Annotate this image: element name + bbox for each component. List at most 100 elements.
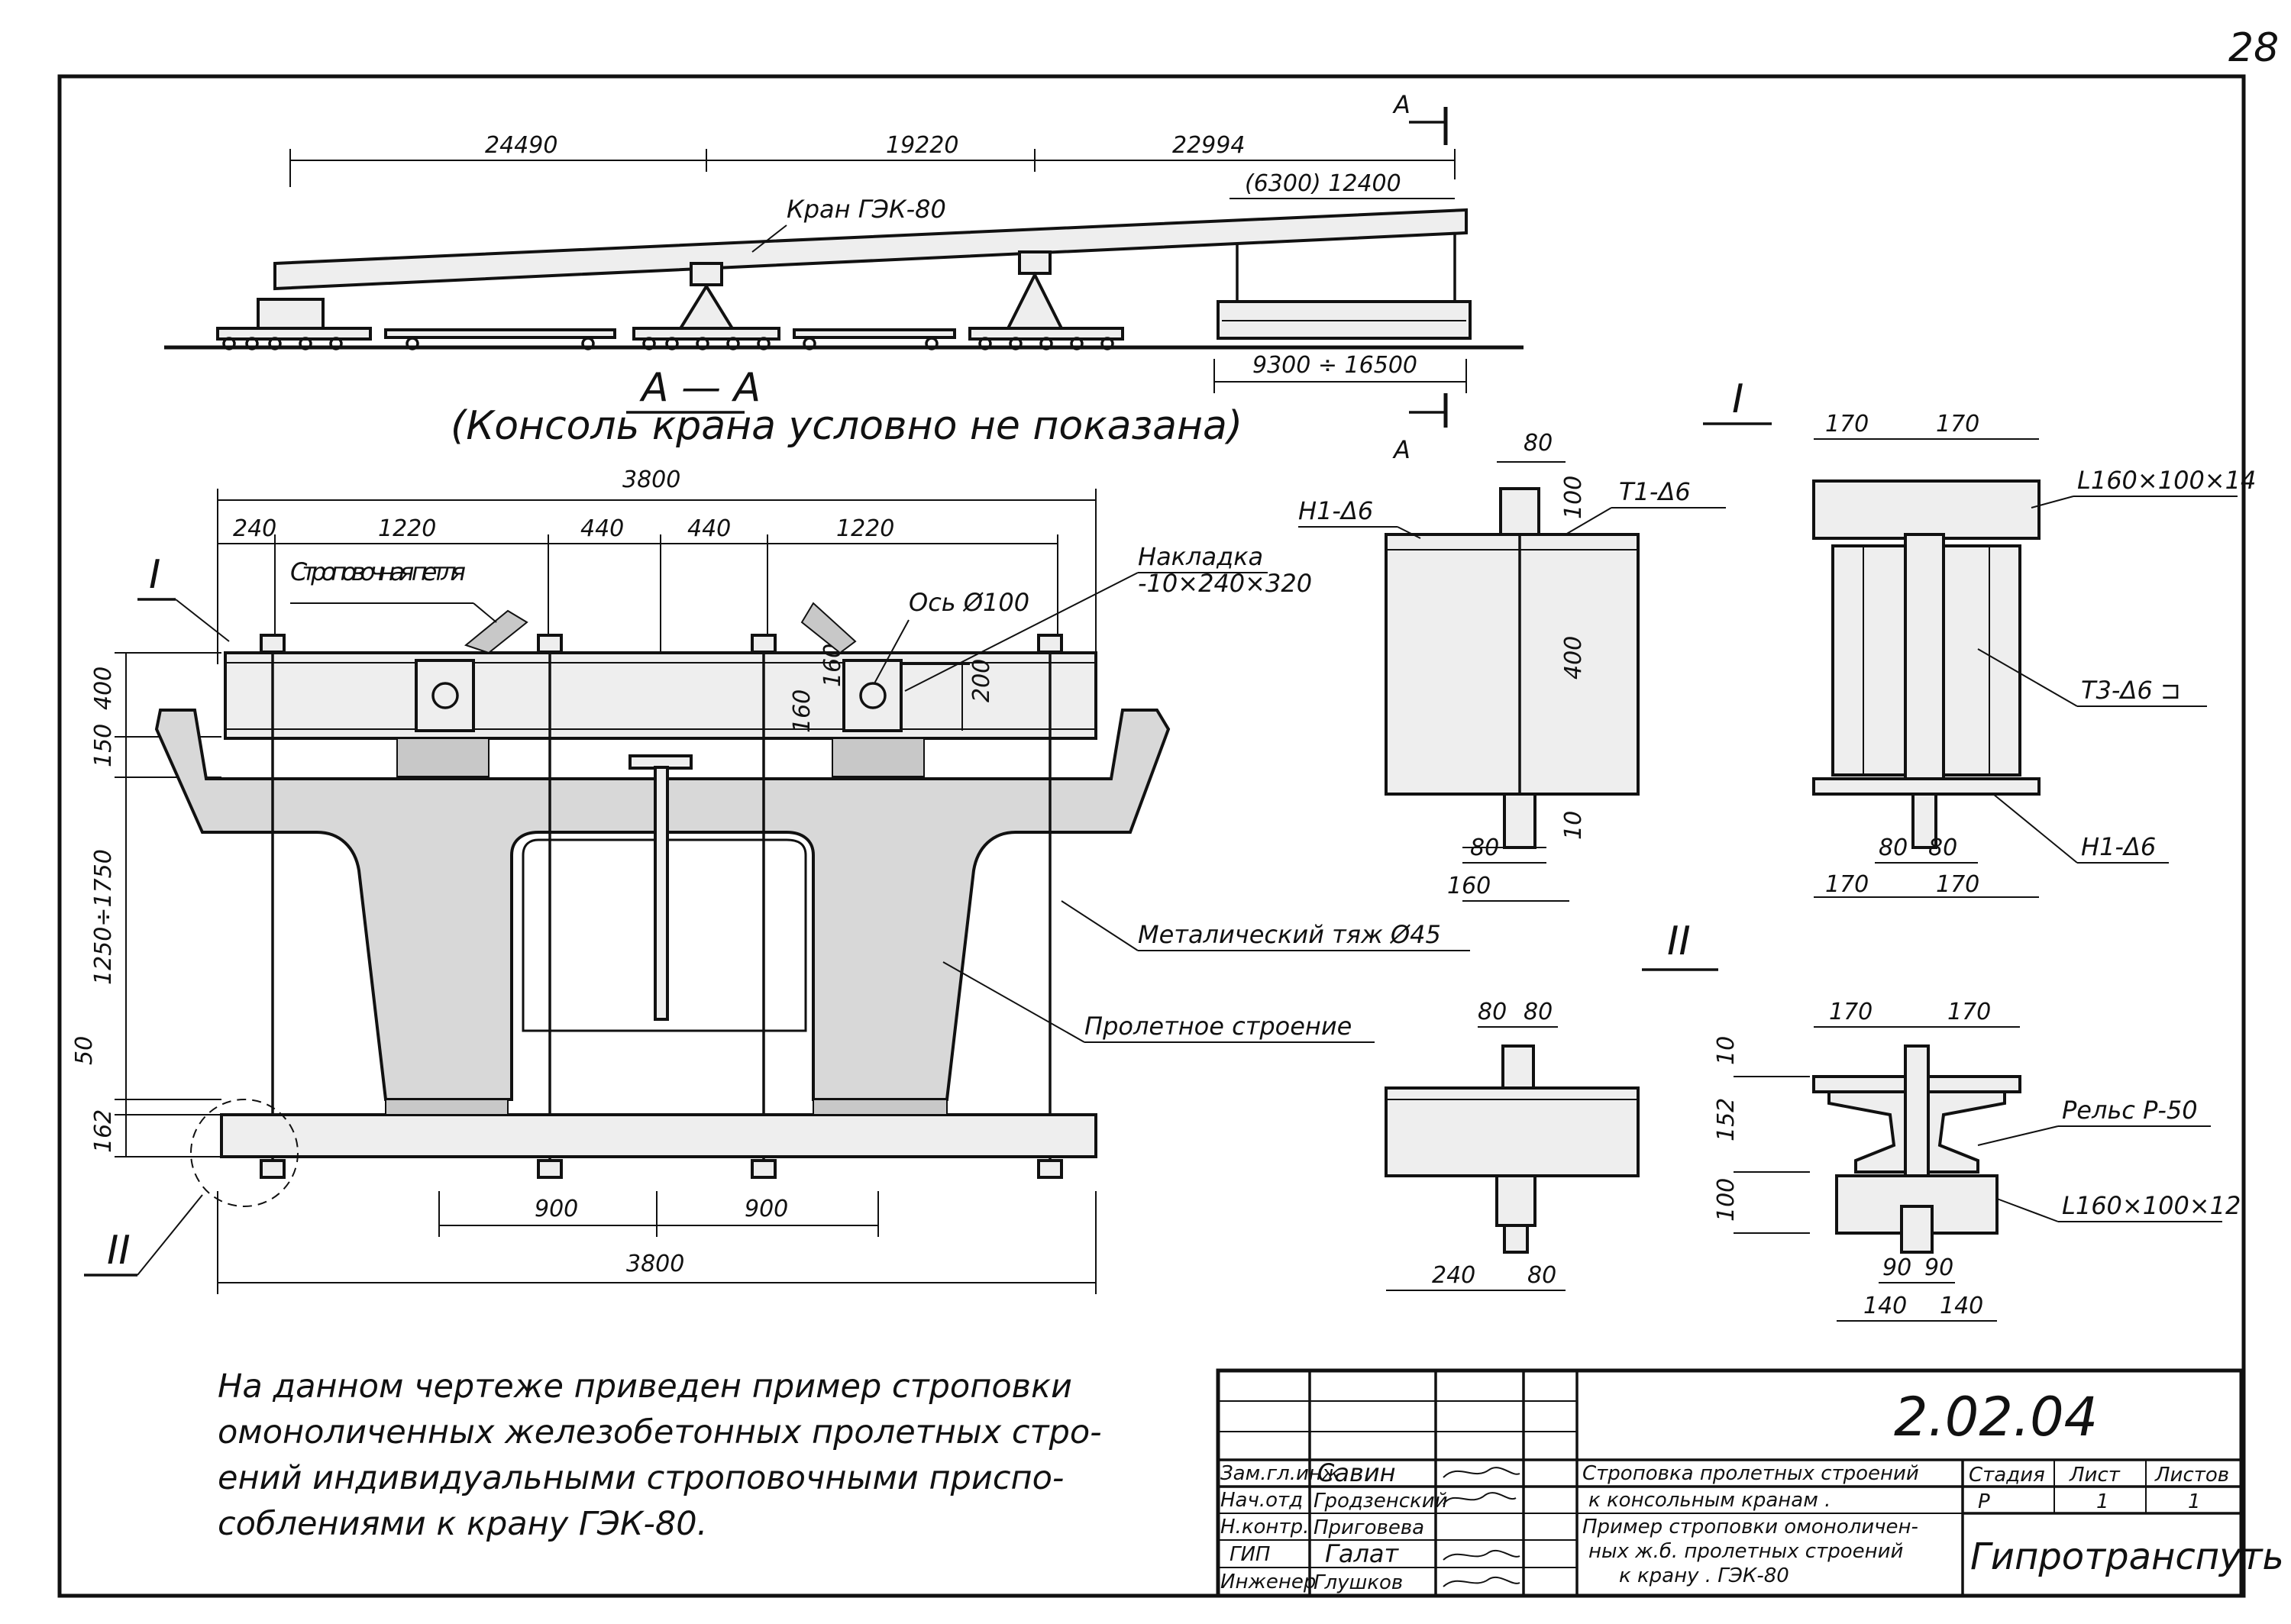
dI-label-t1: Т1-Δ6 bbox=[1619, 477, 1691, 506]
dII-side-label-angle: L160×100×12 bbox=[2062, 1191, 2241, 1220]
detail-I-title: I bbox=[1732, 376, 1743, 422]
aa-dim-1220-right: 1220 bbox=[836, 515, 894, 542]
elev-dim-3: 22994 bbox=[1172, 132, 1245, 159]
tb-role-1: Зам.гл.инж bbox=[1220, 1462, 1340, 1485]
dI-side-dim-170-br: 170 bbox=[1936, 871, 1979, 898]
dII-dim-80-b: 80 bbox=[1527, 1262, 1556, 1289]
section-mark-top: А bbox=[1392, 90, 1410, 119]
dII-side-dim-170-r: 170 bbox=[1947, 999, 1991, 1025]
tb-name-1: Савин bbox=[1317, 1458, 1396, 1487]
dI-side-dim-80-r: 80 bbox=[1928, 835, 1957, 861]
label-lifting-loop-1: Строповочная петля bbox=[290, 557, 466, 586]
dII-side-dim-140-r: 140 bbox=[1940, 1293, 1983, 1319]
aa-dim-3800-top: 3800 bbox=[622, 467, 680, 493]
tb-title-line-2: к консольным кранам . bbox=[1588, 1489, 1831, 1512]
aa-dim-1250-1750: 1250÷1750 bbox=[90, 849, 117, 985]
sheet-number: 28 bbox=[2228, 25, 2279, 71]
top-cross-beam bbox=[224, 651, 1097, 740]
note-line-2: омоноличенных железобетонных пролетных с… bbox=[218, 1413, 1102, 1451]
aa-dim-240: 240 bbox=[233, 515, 276, 542]
drawing-note: На данном чертеже приведен пример стропо… bbox=[218, 1367, 1102, 1543]
aa-dim-162: 162 bbox=[90, 1109, 117, 1153]
section-aa-title: А — А bbox=[639, 365, 761, 411]
elev-dim-4: (6300) 12400 bbox=[1245, 170, 1401, 197]
dI-dim-80-top: 80 bbox=[1524, 430, 1553, 457]
crane-elevation: 24490 19220 22994 (6300) 12400 Кран ГЭК-… bbox=[164, 90, 1524, 464]
aa-dim-440-right: 440 bbox=[687, 515, 731, 542]
tb-name-5: Глушков bbox=[1314, 1571, 1403, 1594]
dI-label-h1: Н1-Δ6 bbox=[1298, 496, 1373, 525]
tb-doc-number: 2.02.04 bbox=[1894, 1386, 2098, 1448]
dII-side-dim-90-r: 90 bbox=[1924, 1254, 1953, 1281]
aa-dim-3800-bottom: 3800 bbox=[626, 1251, 684, 1277]
detail-II-title: II bbox=[1667, 919, 1691, 964]
tb-subtitle-line-3: к крану . ГЭК-80 bbox=[1619, 1564, 1789, 1587]
tb-col-sheets: Листов bbox=[2154, 1464, 2229, 1487]
tb-title-line-1: Строповка пролетных строений bbox=[1582, 1462, 1919, 1485]
label-tie-rod: Металический тяж Ø45 bbox=[1138, 920, 1441, 949]
dI-dim-400: 400 bbox=[1560, 636, 1587, 680]
signature-2 bbox=[1443, 1492, 1517, 1505]
dII-side-dim-152: 152 bbox=[1713, 1098, 1740, 1141]
tb-col-sheet: Лист bbox=[2069, 1464, 2121, 1487]
tb-subtitle-line-1: Пример строповки омоноличен- bbox=[1582, 1516, 1918, 1538]
dII-side-dim-140-l: 140 bbox=[1863, 1293, 1907, 1319]
dII-side-dim-90-l: 90 bbox=[1882, 1254, 1911, 1281]
label-plate-title: Накладка bbox=[1138, 542, 1263, 571]
dI-side-dim-170-tr: 170 bbox=[1936, 411, 1979, 437]
dI-dim-80: 80 bbox=[1470, 835, 1499, 861]
aa-dim-400: 400 bbox=[90, 667, 117, 710]
label-plate-size: -10×240×320 bbox=[1138, 569, 1312, 598]
dII-side-dim-100: 100 bbox=[1713, 1178, 1740, 1222]
tb-organization: Гипротранспуть bbox=[1970, 1535, 2284, 1578]
span-structure bbox=[154, 709, 1171, 1101]
dII-dim-240: 240 bbox=[1432, 1262, 1475, 1289]
aa-dim-160: 160 bbox=[789, 689, 816, 733]
signature-4 bbox=[1443, 1577, 1520, 1587]
tb-role-5: Инженер bbox=[1220, 1571, 1316, 1593]
tb-role-2: Нач.отд bbox=[1220, 1489, 1303, 1512]
tb-subtitle-line-2: ных ж.б. пролетных строений bbox=[1588, 1540, 1903, 1563]
dI-dim-100: 100 bbox=[1560, 476, 1587, 519]
title-block: 2.02.04 Зам.гл.инж Нач.отд Н.контр. ГИП … bbox=[1216, 1368, 2284, 1598]
tb-role-4: ГИП bbox=[1230, 1543, 1271, 1566]
aa-dim-1220-left: 1220 bbox=[378, 515, 436, 542]
crane-label: Кран ГЭК-80 bbox=[787, 195, 946, 224]
dII-dim-80-r: 80 bbox=[1524, 999, 1553, 1025]
dII-side-dim-10: 10 bbox=[1713, 1036, 1740, 1065]
section-mark-bottom: А bbox=[1392, 435, 1410, 464]
aa-dim-440-left: 440 bbox=[580, 515, 624, 542]
tb-val-sheet: 1 bbox=[2096, 1490, 2109, 1513]
callout-I: I bbox=[149, 552, 160, 598]
dI-side-dim-80-l: 80 bbox=[1879, 835, 1908, 861]
dI-side-label-h1: Н1-Δ6 bbox=[2081, 832, 2156, 861]
section-aa-subtitle: (Консоль крана условно не показана) bbox=[451, 403, 1242, 449]
aa-dim-150: 150 bbox=[90, 724, 117, 767]
signature-1 bbox=[1443, 1467, 1520, 1478]
elev-dim-1: 24490 bbox=[485, 132, 557, 159]
dI-side-label-t3: Т3-Δ6 ⊐ bbox=[2081, 676, 2181, 705]
sheet-frame bbox=[57, 74, 2246, 1598]
section-aa: А — А (Консоль крана условно не показана… bbox=[71, 365, 1470, 1294]
dI-side-label-angle: L160×100×14 bbox=[2077, 466, 2256, 495]
tb-col-stage: Стадия bbox=[1969, 1464, 2045, 1487]
note-line-1: На данном чертеже приведен пример стропо… bbox=[218, 1367, 1072, 1406]
aa-dim-900-right: 900 bbox=[745, 1196, 788, 1222]
tb-val-stage: Р bbox=[1978, 1490, 1990, 1513]
label-span: Пролетное строение bbox=[1084, 1012, 1352, 1041]
tb-name-2: Гродзенский bbox=[1314, 1490, 1448, 1513]
note-line-4: соблениями к крану ГЭК-80. bbox=[218, 1505, 707, 1543]
dI-dim-160: 160 bbox=[1447, 873, 1491, 899]
dI-side-dim-170-bl: 170 bbox=[1825, 871, 1869, 898]
bottom-cross-beam bbox=[220, 1113, 1097, 1158]
dI-side-dim-170-tl: 170 bbox=[1825, 411, 1869, 437]
aa-dim-200: 200 bbox=[968, 659, 995, 702]
detail-II: II 80 80 240 80 170 170 10 152 100 90 90… bbox=[1385, 919, 2241, 1322]
signature-3 bbox=[1443, 1550, 1520, 1561]
dII-side-dim-170-l: 170 bbox=[1829, 999, 1873, 1025]
elev-span-dim: 9300 ÷ 16500 bbox=[1252, 352, 1417, 379]
aa-dim-50: 50 bbox=[71, 1036, 98, 1065]
dI-dim-10: 10 bbox=[1560, 811, 1587, 840]
note-line-3: ений индивидуальными строповочными присп… bbox=[218, 1459, 1064, 1497]
